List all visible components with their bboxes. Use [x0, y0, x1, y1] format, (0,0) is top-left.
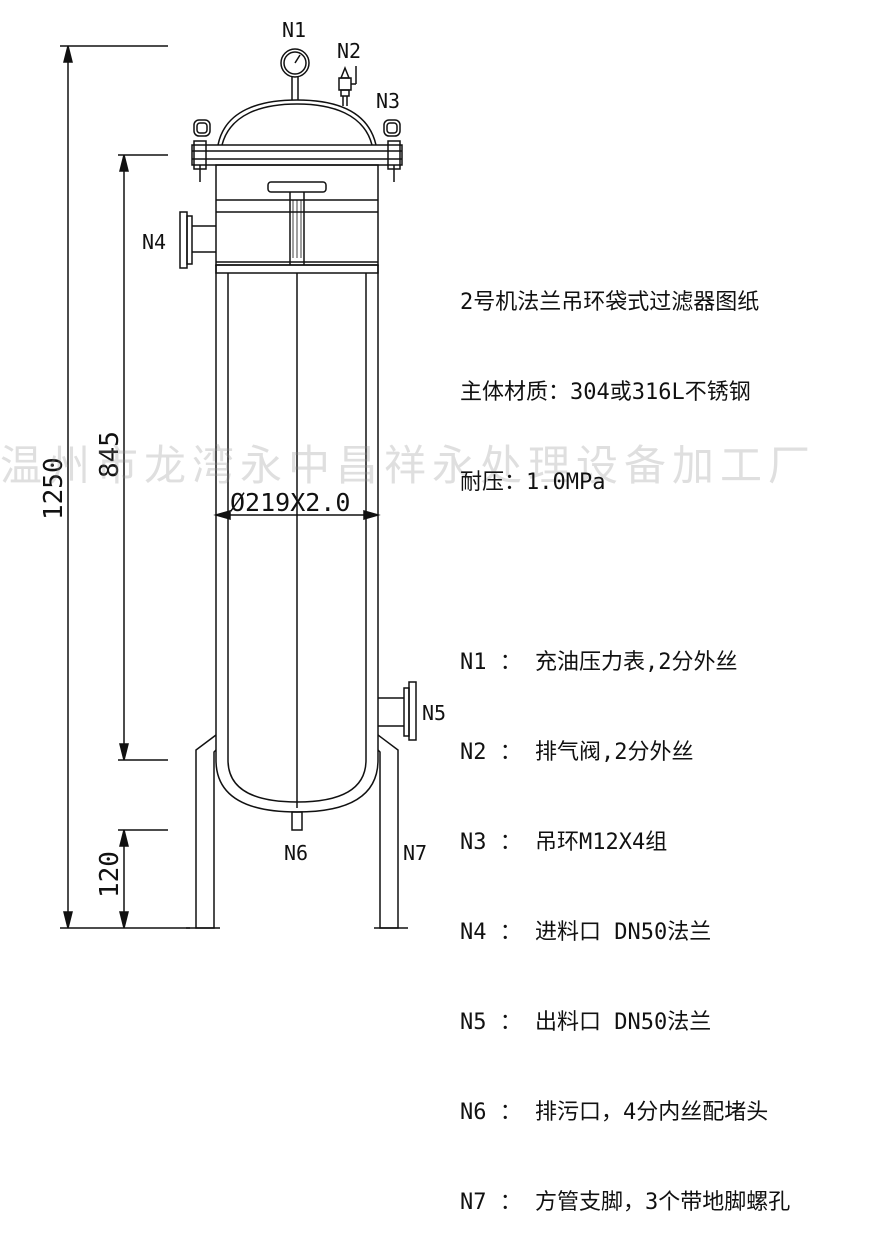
label-n4: N4: [142, 230, 166, 254]
label-n2: N2: [337, 39, 361, 63]
vent-valve-icon: [338, 65, 357, 106]
label-n1: N1: [282, 18, 306, 42]
label-n5: N5: [422, 701, 446, 725]
dim-body-text: 845: [95, 431, 125, 478]
lifting-lug-icon: [193, 119, 401, 137]
inlet-nozzle-n4: [179, 211, 216, 269]
note-item: N5 ： 出料口 DN50法兰: [460, 1010, 712, 1035]
note-item: N4 ： 进料口 DN50法兰: [460, 920, 712, 945]
notes-title: 2号机法兰吊环袋式过滤器图纸: [460, 290, 760, 315]
dimension-body: [118, 154, 168, 761]
filter-drawing: N1 N2 N3 N4 N5 N6 N7 1250 845 120 Ø219X2…: [39, 18, 446, 929]
outlet-nozzle-n5: [378, 681, 417, 741]
note-item: N6 ： 排污口，4分内丝配堵头: [460, 1100, 769, 1125]
main-shell: [215, 264, 379, 813]
note-item: N2 ： 排气阀,2分外丝: [460, 740, 694, 765]
dimension-diameter: [213, 510, 381, 520]
pressure-gauge-icon: [280, 48, 310, 100]
dome-lid: [217, 99, 377, 146]
dimension-overall: [60, 45, 190, 929]
label-n7: N7: [403, 841, 427, 865]
dim-leg-text: 120: [95, 851, 125, 898]
note-item: N7 ： 方管支脚，3个带地脚螺孔: [460, 1190, 791, 1215]
label-n3: N3: [376, 89, 400, 113]
dimension-leg: [118, 829, 168, 929]
note-item: N3 ： 吊环M12X4组: [460, 830, 668, 855]
notes-block: 2号机法兰吊环袋式过滤器图纸 主体材质：304或316L不锈钢 耐压：1.0MP…: [460, 228, 880, 1248]
lid-flange: [191, 140, 403, 182]
upper-housing: [215, 164, 379, 266]
support-legs: [186, 734, 408, 929]
notes-material: 主体材质：304或316L不锈钢: [460, 380, 751, 405]
label-n6: N6: [284, 841, 308, 865]
drain-nozzle-n6: [291, 811, 303, 831]
note-item: N1 ： 充油压力表,2分外丝: [460, 650, 738, 675]
dim-diameter-text: Ø219X2.0: [230, 488, 350, 517]
dim-overall-text: 1250: [39, 457, 69, 520]
notes-pressure: 耐压：1.0MPa: [460, 470, 606, 495]
